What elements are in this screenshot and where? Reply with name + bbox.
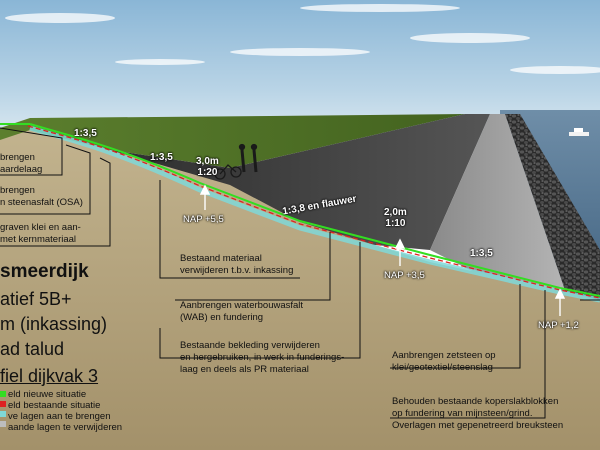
upper-berm-width: 3,0m: [196, 156, 219, 167]
callout-2: brengen n steenasfalt (OSA): [0, 185, 83, 208]
slope-label-4: 1:3,5: [470, 248, 493, 259]
rock-toe: [505, 114, 600, 310]
nap-label-3: NAP +1,2: [538, 320, 579, 331]
legend-item-add: ve lagen aan te brengen: [8, 411, 111, 422]
title-line-2: atief 5B+: [0, 289, 72, 309]
nap-label-1: NAP +5,5: [183, 214, 224, 225]
grass-inner-slope: [0, 114, 465, 168]
legend-item-existing: eld bestaande situatie: [8, 400, 101, 411]
new-profile-line: [29, 123, 600, 297]
legend-item-remove: aande lagen te verwijderen: [8, 422, 123, 433]
title-line-5: fiel dijkvak 3: [0, 366, 99, 386]
asphalt-slope: [110, 114, 490, 250]
callout-6: Bestaande bekleding verwijderen en herge…: [180, 340, 345, 375]
slope-label-2: 1:3,5: [150, 152, 173, 163]
upper-berm-label: 3,0m 1:20: [196, 156, 219, 178]
layer-band: [29, 125, 600, 303]
lower-berm-ratio: 1:10: [385, 218, 406, 229]
callout-7: Aanbrengen zetsteen op klei/geotextiel/s…: [392, 350, 496, 373]
nap-label-2: NAP +3,5: [384, 270, 425, 281]
title-line-4: ad talud: [0, 339, 65, 359]
lower-berm-label: 2,0m 1:10: [384, 207, 407, 229]
legend-item-new: eld nieuwe situatie: [8, 389, 87, 400]
legend-swatches: [0, 391, 6, 427]
nap-markers: [199, 184, 566, 316]
leader-lines: [0, 127, 600, 419]
callout-3: graven klei en aan- met kernmateriaal: [0, 222, 81, 245]
clouds: [5, 4, 600, 74]
slope-label-1: 1:3,5: [74, 128, 97, 139]
callout-1: brengen aardelaag: [0, 152, 43, 175]
existing-profile-line: [27, 125, 600, 299]
title-line-1: smeerdijk: [0, 261, 89, 282]
upper-berm-ratio: 1:20: [197, 167, 218, 178]
title-line-3: m (inkassing): [0, 314, 108, 334]
boat: [569, 128, 589, 136]
cyclists: [214, 143, 258, 180]
callout-4: Bestaand materiaal verwijderen t.b.v. in…: [180, 253, 294, 276]
callout-8: Behouden bestaande koperslakblokken op f…: [392, 396, 564, 431]
lower-berm-width: 2,0m: [384, 207, 407, 218]
callout-5: Aanbrengen waterbouwasfalt (WAB) en fund…: [180, 300, 304, 323]
dike-core-section: [0, 130, 600, 450]
block-revetment: [430, 114, 565, 290]
